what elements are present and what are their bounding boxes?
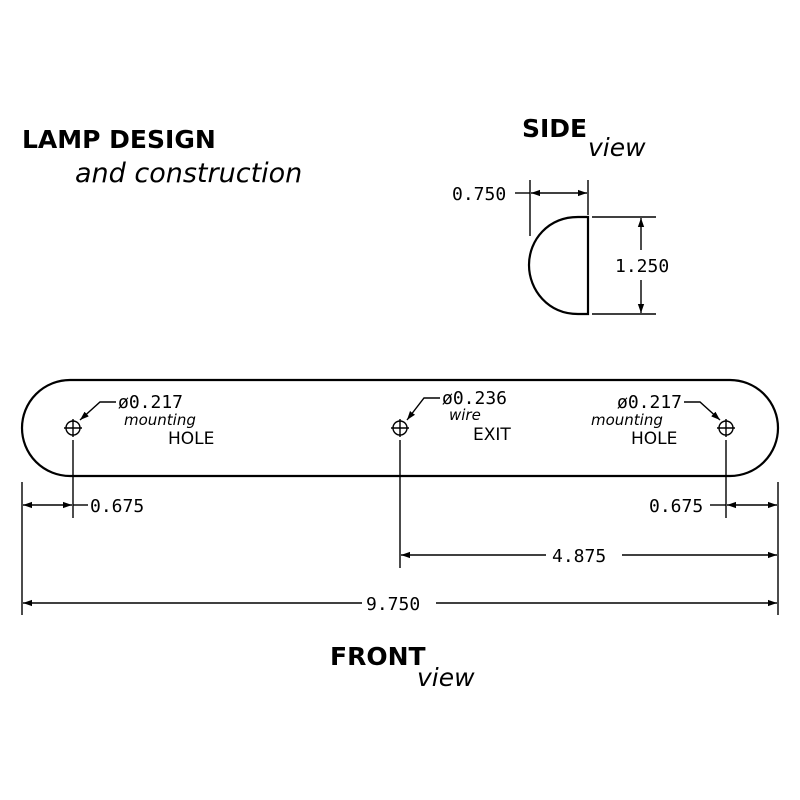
left-hole-main-label: HOLE [168,429,214,449]
right-mounting-hole-icon [717,419,735,437]
front-view-heading: FRONT [330,642,426,671]
side-width-dim-label: 0.750 [452,184,506,205]
side-view-heading: SIDE [522,114,587,143]
right-hole-sub-label: mounting [591,411,663,429]
left-hole-leader [79,401,116,421]
center-hole-diameter: ø0.236 [442,388,507,409]
right-hole-main-label: HOLE [631,429,677,449]
left-mounting-hole-icon [64,419,82,437]
side-height-dim-label: 1.250 [615,256,669,277]
center-hole-main-label: EXIT [473,425,511,445]
left-hole-diameter: ø0.217 [118,392,183,413]
side-view-subheading: view [588,133,646,162]
left-hole-sub-label: mounting [124,411,196,429]
right-hole-diameter: ø0.217 [617,392,682,413]
left-offset-dim-label: 0.675 [90,496,144,517]
title-line-2: and construction [75,158,302,189]
center-hole-leader [406,397,440,421]
right-hole-leader [684,401,721,421]
front-view-subheading: view [417,663,475,692]
side-view-profile [527,215,590,316]
total-length-dim-label: 9.750 [366,594,420,615]
right-offset-dim-label: 0.675 [649,496,703,517]
center-hole-sub-label: wire [449,406,481,424]
half-length-dim-label: 4.875 [552,546,606,567]
title-line-1: LAMP DESIGN [22,125,216,154]
wire-exit-hole-icon [391,419,409,437]
